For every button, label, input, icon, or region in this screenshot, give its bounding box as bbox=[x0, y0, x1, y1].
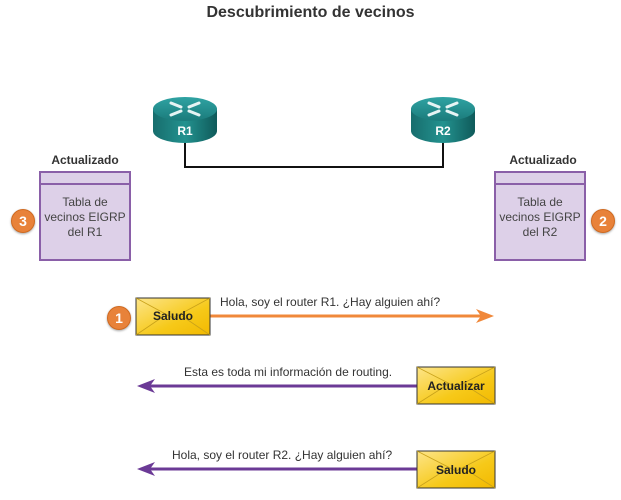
arrow-hello-r1 bbox=[210, 309, 494, 323]
diagram-title: Descubrimiento de vecinos bbox=[206, 4, 415, 21]
router-r1 bbox=[153, 97, 217, 143]
envelope-label-update: Actualizar bbox=[427, 379, 485, 393]
table-header bbox=[41, 173, 129, 185]
table-r1: Tabla de vecinos EIGRP del R1 bbox=[39, 171, 131, 261]
table-r2-line: Tabla de bbox=[517, 195, 563, 209]
arrow-update bbox=[137, 379, 418, 393]
network-link bbox=[184, 140, 444, 168]
table-r1-line: del R1 bbox=[67, 225, 103, 239]
table-r1-status: Actualizado bbox=[51, 153, 119, 167]
envelope-icon bbox=[416, 366, 496, 405]
step-badge-2: 2 bbox=[591, 209, 615, 233]
message-text-hello-r2: Hola, soy el router R2. ¿Hay alguien ahí… bbox=[172, 448, 393, 462]
envelope-icon bbox=[416, 450, 496, 489]
table-r2-line: vecinos EIGRP bbox=[499, 210, 581, 224]
envelope-label-hello-r2: Saludo bbox=[435, 463, 476, 477]
table-r1-line: vecinos EIGRP bbox=[44, 210, 126, 224]
router-r1-label: R1 bbox=[177, 124, 193, 138]
router-arrows-icon bbox=[169, 101, 201, 117]
arrow-hello-r2 bbox=[137, 462, 418, 476]
router-arrows-icon bbox=[427, 101, 459, 117]
message-text-hello-r1: Hola, soy el router R1. ¿Hay alguien ahí… bbox=[220, 295, 441, 309]
step-badge-3: 3 bbox=[11, 209, 35, 233]
envelope-icon bbox=[135, 297, 211, 336]
table-r1-line: Tabla de bbox=[62, 195, 108, 209]
message-text-update: Esta es toda mi información de routing. bbox=[184, 365, 393, 379]
router-r2 bbox=[411, 97, 475, 143]
table-r2-line: del R2 bbox=[522, 225, 558, 239]
router-r2-label: R2 bbox=[435, 124, 451, 138]
step-badge-1: 1 bbox=[107, 306, 131, 330]
table-header bbox=[496, 173, 584, 185]
table-r2: Tabla de vecinos EIGRP del R2 bbox=[494, 171, 586, 261]
table-r2-status: Actualizado bbox=[509, 153, 577, 167]
envelope-label-hello-r1: Saludo bbox=[152, 309, 193, 323]
